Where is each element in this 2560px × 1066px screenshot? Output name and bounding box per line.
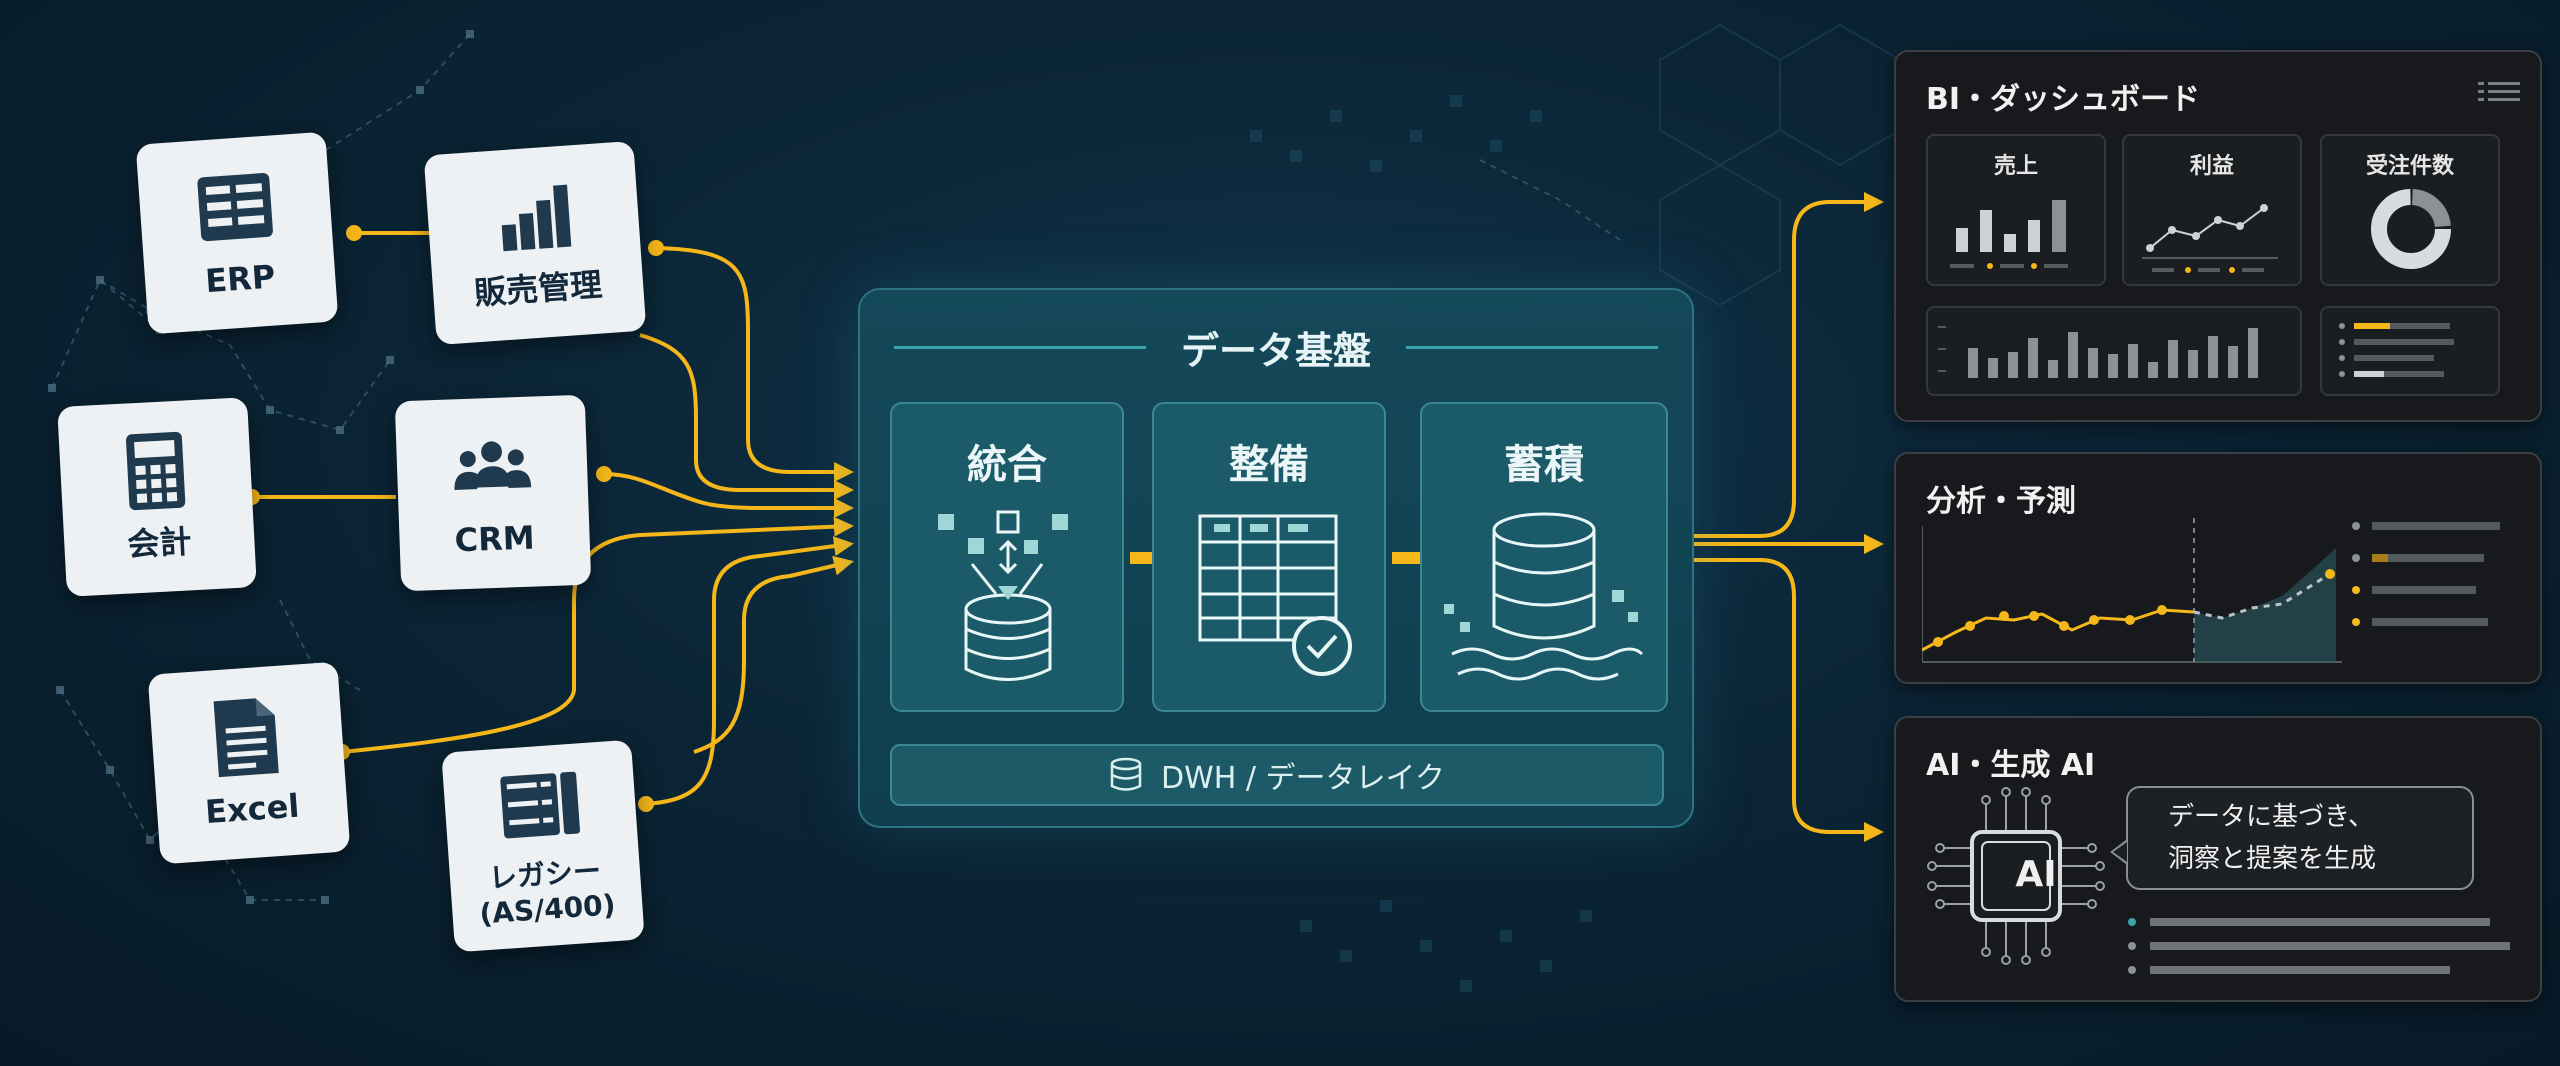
hub-title-rule-left xyxy=(894,346,1146,349)
dwh-datalake-bar[interactable]: DWH / データレイク xyxy=(890,744,1664,806)
document-icon xyxy=(204,694,289,779)
source-label-erp: ERP xyxy=(203,257,277,301)
data-lake-icon xyxy=(1444,512,1644,681)
bar-chart xyxy=(1938,326,2258,378)
ai-bubble-line-1: データに基づき、 xyxy=(2168,802,2375,832)
source-label-crm: CRM xyxy=(453,518,536,560)
stage-label-prepare: 整備 xyxy=(1229,442,1309,488)
legend-tile[interactable] xyxy=(2320,306,2500,396)
stage-integrate[interactable]: 統合 xyxy=(890,402,1124,712)
source-card-accounting[interactable]: 会計 xyxy=(57,397,257,597)
forecast-line-chart xyxy=(1922,518,2342,663)
donut-chart xyxy=(2371,189,2451,269)
mini-bar-chart xyxy=(1950,200,2068,269)
ai-bubble-line-2: 洞察と提案を生成 xyxy=(2168,844,2377,874)
bi-dashboard-panel[interactable]: BI・ダッシュボード 売上 利益 受注件数 xyxy=(1894,50,2542,422)
source-card-erp[interactable]: ERP xyxy=(135,131,339,335)
kpi-tile-orders-title: 受注件数 xyxy=(2365,154,2454,179)
stage-label-integrate: 統合 xyxy=(967,442,1047,488)
source-card-crm[interactable]: CRM xyxy=(394,394,592,592)
hub-title: データ基盤 xyxy=(1180,329,1371,373)
kpi-tile-profit[interactable]: 利益 xyxy=(2122,134,2302,286)
merge-database-icon xyxy=(938,510,1068,681)
dwh-label: DWH / データレイク xyxy=(1161,761,1445,796)
mini-line-chart xyxy=(2142,204,2278,273)
hub-title-rule-right xyxy=(1406,346,1658,349)
kpi-tile-sales[interactable]: 売上 xyxy=(1926,134,2106,286)
ai-chip-icon xyxy=(1927,787,2105,965)
forecast-legend xyxy=(2352,522,2500,626)
kpi-tile-profit-title: 利益 xyxy=(2189,154,2234,179)
people-group-icon xyxy=(451,426,534,509)
data-platform-hub: データ基盤 統合 整備 xyxy=(858,288,1694,828)
stage-prepare[interactable]: 整備 xyxy=(1152,402,1386,712)
stage-label-store: 蓄積 xyxy=(1504,442,1584,488)
source-label-accounting: 会計 xyxy=(126,522,193,564)
source-card-excel[interactable]: Excel xyxy=(147,661,351,865)
stage-store[interactable]: 蓄積 xyxy=(1420,402,1668,712)
ai-speech-bubble: データに基づき、 洞察と提案を生成 xyxy=(2126,786,2474,890)
ai-generative-panel[interactable]: AI・生成 AI AI データに基づき、 洞察と提案を生成 xyxy=(1894,716,2542,1002)
legend-list xyxy=(2339,323,2454,377)
kpi-tile-orders[interactable]: 受注件数 xyxy=(2320,134,2500,286)
bar-chart-icon xyxy=(490,174,575,259)
source-card-sales[interactable]: 販売管理 xyxy=(423,140,647,346)
ai-output-lines xyxy=(2128,918,2510,974)
source-label-excel: Excel xyxy=(203,786,301,832)
analysis-forecast-panel[interactable]: 分析・予測 xyxy=(1894,452,2542,684)
server-icon xyxy=(497,762,582,847)
ai-panel-title: AI・生成 AI xyxy=(1926,748,2096,783)
kpi-tile-sales-title: 売上 xyxy=(1993,154,2038,179)
analysis-panel-title: 分析・予測 xyxy=(1926,484,2076,519)
ai-chip-label: AI xyxy=(2015,854,2057,895)
menu-icon xyxy=(2478,82,2520,101)
table-grid-icon xyxy=(192,164,277,249)
source-label-legacy: レガシー (AS/400) xyxy=(478,854,617,931)
database-icon xyxy=(1109,757,1143,793)
bi-panel-title: BI・ダッシュボード xyxy=(1926,82,2201,117)
bar-chart-tile[interactable] xyxy=(1926,306,2302,396)
table-check-icon xyxy=(1198,514,1352,676)
calculator-icon xyxy=(114,429,198,513)
source-label-sales: 販売管理 xyxy=(473,265,604,313)
speech-bubble-tail-inner xyxy=(2113,842,2127,862)
source-card-legacy[interactable]: レガシー (AS/400) xyxy=(441,739,645,953)
